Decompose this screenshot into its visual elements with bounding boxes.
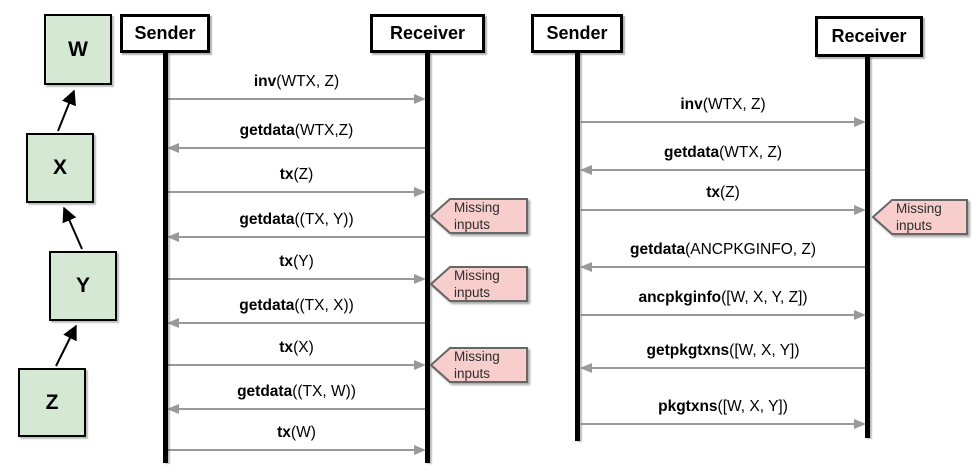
callout-text: Missing inputs xyxy=(454,349,500,381)
message-getdata-wtx-z: getdata(WTX, Z) xyxy=(580,144,865,175)
left-sender-box: Sender xyxy=(120,14,210,53)
arrowhead-left-icon xyxy=(580,165,592,175)
message-label: getdata(WTX,Z) xyxy=(239,122,354,139)
arrowhead-right-icon xyxy=(414,187,426,197)
arrow-z-to-y xyxy=(55,324,77,367)
message-label: tx(Z) xyxy=(279,166,314,183)
message-label: ancpkginfo([W, X, Y, Z]) xyxy=(638,289,808,306)
callout-text: Missing inputs xyxy=(454,268,500,300)
arrowhead-left-icon xyxy=(167,404,179,414)
callout-shape xyxy=(430,266,528,302)
message-label: getdata((TX, W)) xyxy=(237,383,356,400)
message-arrow-line xyxy=(168,278,414,280)
message-getdata-wtx-z: getdata(WTX,Z) xyxy=(167,122,425,153)
message-arrow-line xyxy=(581,314,854,316)
message-label: inv(WTX, Z) xyxy=(680,96,766,113)
left-sender-label: Sender xyxy=(134,23,196,43)
message-label: pkgtxns([W, X, Y]) xyxy=(658,398,788,415)
left-receiver-lifeline xyxy=(425,53,430,463)
message-getdata-tx-x: getdata((TX, X)) xyxy=(167,297,425,328)
message-label: tx(Y) xyxy=(279,253,314,270)
tx-node-w-label: W xyxy=(68,37,88,61)
arrowhead-right-icon xyxy=(414,94,426,104)
arrowhead-left-icon xyxy=(580,262,592,272)
message-arrow-line xyxy=(179,408,425,410)
message-label: getpkgtxns([W, X, Y]) xyxy=(646,342,800,359)
message-inv-wtx-z: inv(WTX, Z) xyxy=(168,73,426,104)
tx-node-z-label: Z xyxy=(45,390,59,414)
right-receiver-lifeline xyxy=(865,57,870,438)
message-arrow-line xyxy=(592,367,865,369)
message-pkgtxns: pkgtxns([W, X, Y]) xyxy=(581,398,866,429)
message-arrow-line xyxy=(168,98,414,100)
message-tx-z: tx(Z) xyxy=(168,166,426,197)
message-arrow-line xyxy=(179,147,425,149)
message-getdata-tx-y: getdata((TX, Y)) xyxy=(167,211,425,242)
message-getpkgtxns: getpkgtxns([W, X, Y]) xyxy=(580,342,865,373)
missing-inputs-callout: Missing inputs xyxy=(872,199,970,235)
left-receiver-box: Receiver xyxy=(370,14,485,53)
message-tx-z: tx(Z) xyxy=(581,184,866,215)
tx-node-z: Z xyxy=(18,368,86,437)
arrow-x-to-w xyxy=(57,89,76,132)
message-arrow-line xyxy=(179,236,425,238)
message-arrow-line xyxy=(168,191,414,193)
message-arrow-line xyxy=(581,209,854,211)
left-sender-lifeline xyxy=(163,53,168,463)
message-arrow-line xyxy=(168,449,414,451)
arrowhead-left-icon xyxy=(167,143,179,153)
missing-inputs-callout: Missing inputs xyxy=(430,198,528,234)
arrowhead-right-icon xyxy=(414,274,426,284)
callout-shape xyxy=(430,198,528,234)
arrowhead-right-icon xyxy=(414,445,426,455)
left-receiver-label: Receiver xyxy=(389,23,466,43)
message-label: getdata(WTX, Z) xyxy=(664,144,782,161)
right-receiver-label: Receiver xyxy=(831,26,907,46)
message-inv-wtx-z: inv(WTX, Z) xyxy=(581,96,866,127)
right-sender-lifeline xyxy=(575,53,580,441)
message-label: getdata(ANCPKGINFO, Z) xyxy=(629,241,816,258)
message-arrow-line xyxy=(168,364,414,366)
tx-node-y: Y xyxy=(49,251,117,321)
callout-shape xyxy=(872,199,968,235)
message-getdata-ancpkginfo-z: getdata(ANCPKGINFO, Z) xyxy=(580,241,865,272)
tx-node-y-label: Y xyxy=(75,274,90,297)
message-arrow-line xyxy=(179,322,425,324)
message-label: tx(Z) xyxy=(706,184,740,201)
message-label: tx(W) xyxy=(277,424,316,441)
message-ancpkginfo: ancpkginfo([W, X, Y, Z]) xyxy=(581,289,866,320)
callout-shape xyxy=(430,347,528,383)
tx-node-x: X xyxy=(26,133,94,203)
message-arrow-line xyxy=(581,121,854,123)
arrowhead-left-icon xyxy=(167,318,179,328)
message-getdata-tx-w: getdata((TX, W)) xyxy=(167,383,425,414)
callout-text: Missing inputs xyxy=(896,201,942,233)
missing-inputs-callout: Missing inputs xyxy=(430,266,528,302)
arrowhead-right-icon xyxy=(414,360,426,370)
tx-node-x-label: X xyxy=(52,156,67,179)
tx-node-w: W xyxy=(44,14,112,85)
message-tx-y: tx(Y) xyxy=(168,253,426,284)
message-arrow-line xyxy=(592,169,865,171)
arrowhead-right-icon xyxy=(854,117,866,127)
callout-text: Missing inputs xyxy=(454,200,500,232)
right-receiver-box: Receiver xyxy=(815,16,923,57)
message-arrow-line xyxy=(592,266,865,268)
right-sender-label: Sender xyxy=(546,23,608,43)
missing-inputs-callout: Missing inputs xyxy=(430,347,528,383)
arrow-y-to-x xyxy=(62,206,83,250)
message-label: inv(WTX, Z) xyxy=(253,73,340,90)
message-label: getdata((TX, X)) xyxy=(239,297,354,314)
arrowhead-right-icon xyxy=(854,419,866,429)
message-label: getdata((TX, Y)) xyxy=(239,211,354,228)
message-arrow-line xyxy=(581,423,854,425)
message-tx-x: tx(X) xyxy=(168,339,426,370)
message-label: tx(X) xyxy=(279,339,314,356)
arrowhead-right-icon xyxy=(854,205,866,215)
message-tx-w: tx(W) xyxy=(168,424,426,455)
arrowhead-left-icon xyxy=(580,363,592,373)
arrowhead-right-icon xyxy=(854,310,866,320)
arrowhead-left-icon xyxy=(167,232,179,242)
right-sender-box: Sender xyxy=(531,14,623,53)
